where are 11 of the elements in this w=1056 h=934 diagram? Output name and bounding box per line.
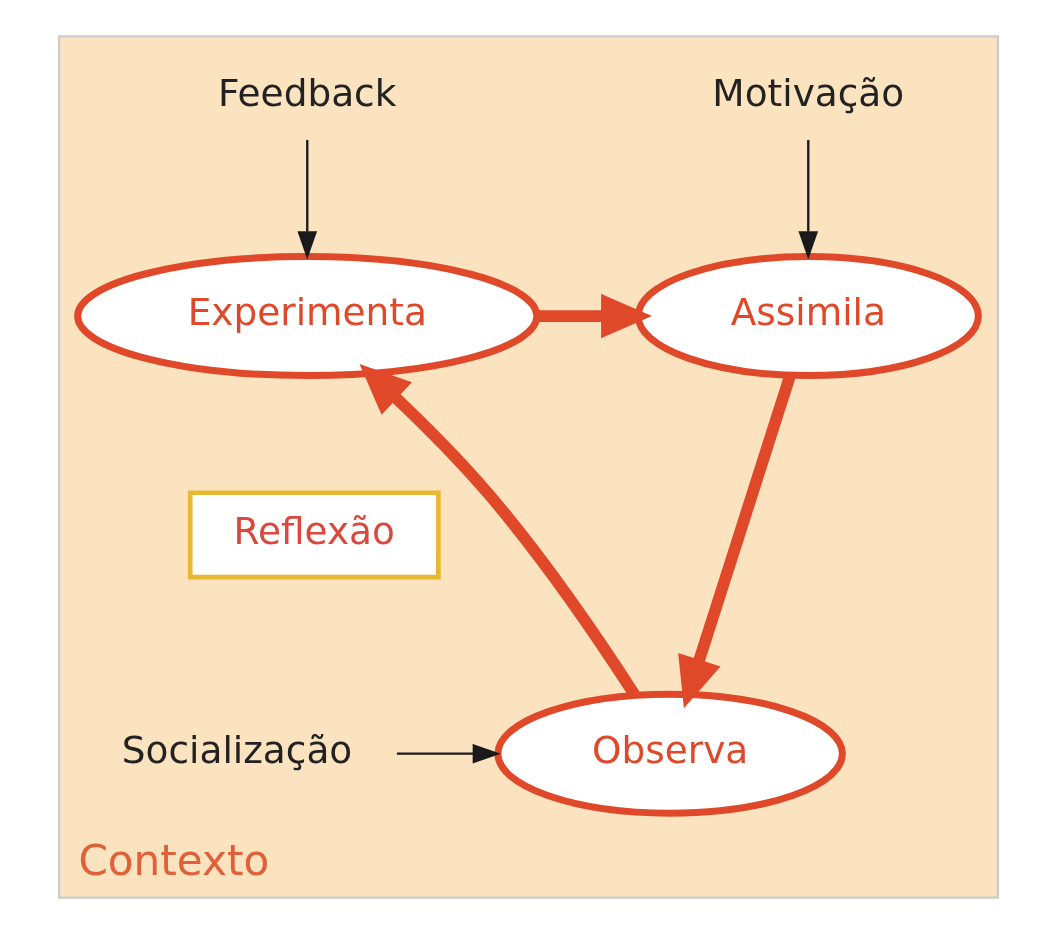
node-text: Feedback — [217, 71, 396, 116]
arrow — [797, 139, 818, 260]
node-box: Reflexão — [187, 490, 441, 580]
arrow — [396, 743, 501, 764]
node-text: Socialização — [121, 727, 352, 772]
arrow — [296, 139, 317, 260]
node-ellipse: Observa — [493, 690, 846, 817]
node-ellipse: Experimenta — [73, 253, 540, 380]
node-ellipse: Assimila — [634, 253, 982, 380]
node-text: Motivação — [711, 71, 904, 116]
arrow — [537, 293, 652, 339]
